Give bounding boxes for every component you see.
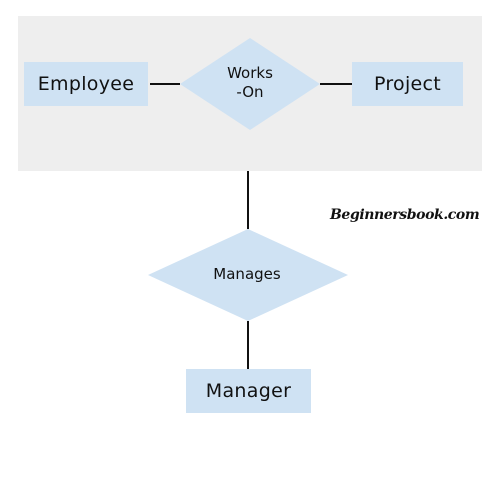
relationship-manages-diamond — [148, 229, 348, 321]
entity-employee-label: Employee — [37, 73, 135, 95]
entity-manager-label: Manager — [205, 380, 292, 402]
relationship-works-on-label: Works -On — [212, 64, 288, 102]
watermark: Beginnersbook.com — [330, 207, 480, 223]
works-on-label-line1: Works — [227, 64, 273, 82]
relationship-manages-label: Manages — [213, 265, 281, 283]
works-on-label-line2: -On — [236, 83, 264, 101]
entity-manager: Manager — [186, 369, 311, 413]
entity-employee: Employee — [24, 62, 148, 106]
relationship-works-on-diamond — [180, 38, 320, 130]
entity-project-label: Project — [373, 73, 442, 95]
entity-project: Project — [352, 62, 463, 106]
